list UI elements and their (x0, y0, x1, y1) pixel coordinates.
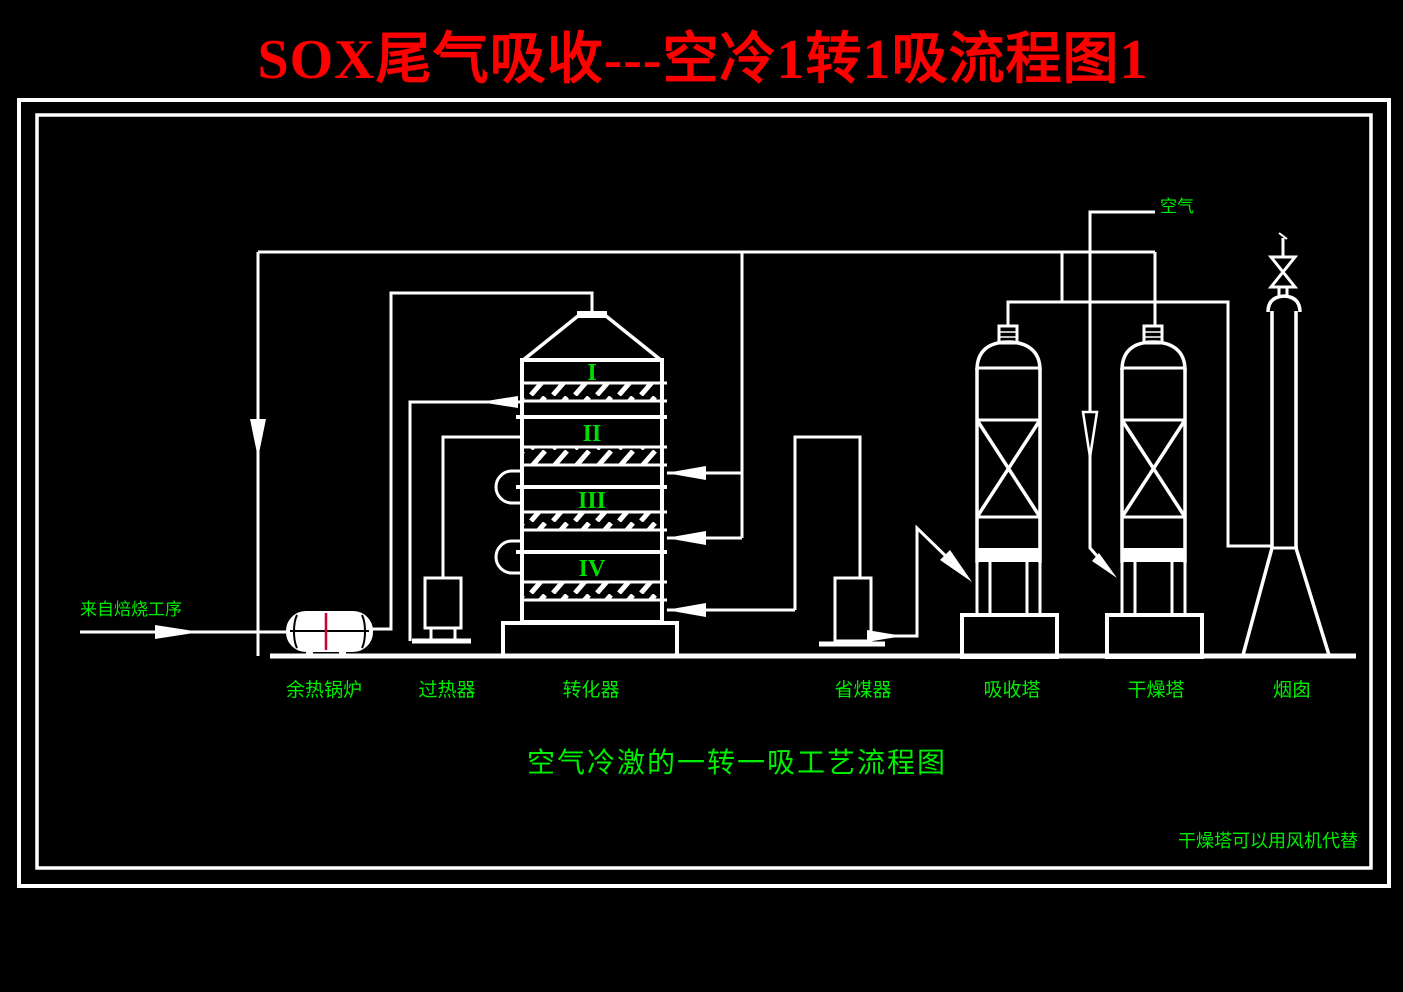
border-frame (17, 98, 1391, 888)
label-waste-heat-boiler: 余热锅炉 (286, 679, 362, 701)
flow-arrow-left-icon (666, 466, 706, 480)
stream-label-from-roasting: 来自焙烧工序 (80, 600, 182, 619)
economizer-riser-pipe (793, 435, 862, 610)
flow-arrow-down-icon (250, 419, 266, 458)
superheater (412, 576, 471, 644)
catalyst-bed-1 (524, 384, 660, 400)
vent-tip (1278, 232, 1288, 240)
drawing-title: SOX尾气吸收---空冷1转1吸流程图1 (257, 29, 1148, 91)
packing-cross-icon (975, 419, 1042, 518)
inner-border (35, 113, 1373, 870)
flow-arrow-right-icon (867, 630, 903, 642)
tower-band (1122, 548, 1185, 562)
converter-cone (520, 314, 580, 363)
flow-arrow-diagonal-icon (1092, 553, 1117, 578)
boiler-head-left (293, 614, 298, 649)
chimney-skirt (1241, 547, 1274, 656)
chimney-skirt (1294, 547, 1331, 656)
boiler-head-right (361, 614, 366, 649)
label-chimney: 烟囱 (1273, 679, 1311, 701)
converter-shell (520, 358, 664, 624)
label-converter: 转化器 (562, 679, 619, 701)
flow-arrow-left-icon (480, 396, 518, 408)
tower-neck-nozzle (997, 324, 1019, 345)
footnote: 干燥塔可以用风机代替 (1178, 831, 1358, 851)
flow-arrow-diagonal-icon (940, 550, 972, 582)
dryer-pedestal (1105, 613, 1204, 659)
flow-arrow-left-icon (666, 531, 706, 545)
drying-tower (1105, 324, 1204, 659)
bed-number-3: III (578, 488, 606, 514)
bed-number-4: IV (579, 556, 606, 582)
packing-cross-icon (1120, 419, 1187, 518)
converter-cone (604, 314, 664, 363)
stream-label-air: 空气 (1160, 197, 1194, 216)
diagram-caption: 空气冷激的一转一吸工艺流程图 (527, 747, 947, 778)
catalyst-bed-2 (524, 448, 660, 464)
economizer-body (833, 576, 873, 643)
converter-apex-nozzle (577, 311, 607, 318)
absorption-tower (960, 324, 1059, 659)
label-absorption-tower: 吸收塔 (983, 679, 1040, 701)
boiler-leg (339, 650, 346, 656)
u-bend-pipe-icon (494, 539, 524, 575)
flow-arrow-right-icon (155, 625, 200, 639)
outer-border (17, 98, 1391, 888)
catalyst-bed-3 (524, 513, 660, 529)
u-bend-pipe-icon (494, 469, 524, 505)
stack-dome (1266, 294, 1302, 313)
waste-heat-boiler (286, 611, 373, 656)
flow-arrow-down-icon (1081, 410, 1099, 458)
absorber-pedestal (960, 613, 1059, 659)
tower-neck-nozzle (1142, 324, 1164, 345)
label-superheater: 过热器 (418, 679, 475, 701)
chimney (1241, 232, 1331, 656)
absorber-to-chimney-pipe (1006, 300, 1271, 548)
label-economizer: 省煤器 (834, 679, 891, 701)
label-drying-tower: 干燥塔 (1127, 679, 1184, 701)
flow-arrow-left-icon (666, 603, 706, 617)
superheater-return-pipe (441, 435, 522, 578)
bed-number-2: II (583, 421, 602, 447)
superheater-body (423, 576, 463, 630)
converter: I II III IV (494, 311, 679, 658)
economizer (819, 576, 885, 647)
bed-number-1: I (587, 360, 596, 386)
boiler-leg (306, 650, 313, 656)
catalyst-bed-4 (524, 583, 660, 599)
piping (80, 210, 1271, 656)
boiler-to-converter-pipe (372, 291, 594, 631)
tower-band (977, 548, 1040, 562)
